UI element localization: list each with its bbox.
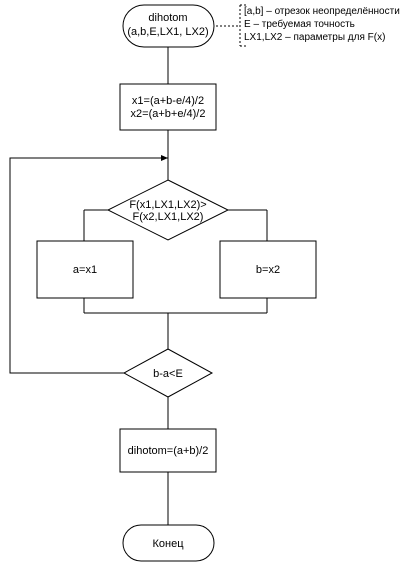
start-label-line2: (a,b,E,LX1, LX2)	[127, 26, 208, 38]
right-assign-shape	[219, 240, 317, 299]
init-process: x1=(a+b-e/4)/2 x2=(a+b+e/4)/2	[119, 83, 217, 131]
result-label: dihotom=(a+b)/2	[128, 445, 209, 457]
comment-annotation: [a,b] – отрезок неопределённости E – тре…	[239, 4, 400, 47]
comment-line1: [a,b] – отрезок неопределённости	[244, 6, 400, 17]
start-terminator: dihotom (a,b,E,LX1, LX2)	[122, 4, 215, 48]
right-assign-process: b=x2	[219, 240, 317, 299]
compare-line2: F(x2,LX1,LX2)	[133, 211, 204, 223]
loop-check-label: b-a<E	[153, 368, 183, 380]
end-label: Конец	[152, 538, 184, 550]
left-assign-shape	[36, 240, 134, 299]
init-line1: x1=(a+b-e/4)/2	[132, 95, 204, 107]
init-shape	[119, 83, 217, 131]
start-shape	[122, 4, 215, 48]
end-terminator: Конец	[122, 524, 215, 562]
result-process: dihotom=(a+b)/2	[119, 428, 217, 473]
compare-line1: F(x1,LX1,LX2)>	[129, 199, 206, 211]
init-line2: x2=(a+b+e/4)/2	[131, 108, 206, 120]
loop-back-arrow	[9, 155, 168, 374]
left-assign-label: a=x1	[73, 264, 97, 276]
end-shape	[122, 524, 215, 562]
result-shape	[119, 428, 217, 473]
loop-check-shape	[122, 348, 214, 398]
comment-line2: E – требуемая точность	[244, 18, 355, 30]
compare-decision: F(x1,LX1,LX2)> F(x2,LX1,LX2)	[106, 179, 230, 241]
right-assign-label: b=x2	[256, 264, 280, 276]
comment-line3: LX1,LX2 – параметры для F(x)	[244, 32, 385, 43]
loop-check-decision: b-a<E	[122, 348, 214, 398]
connectors	[9, 25, 268, 525]
compare-shape	[106, 179, 230, 241]
left-assign-process: a=x1	[36, 240, 134, 299]
start-label-line1: dihotom	[148, 12, 187, 24]
